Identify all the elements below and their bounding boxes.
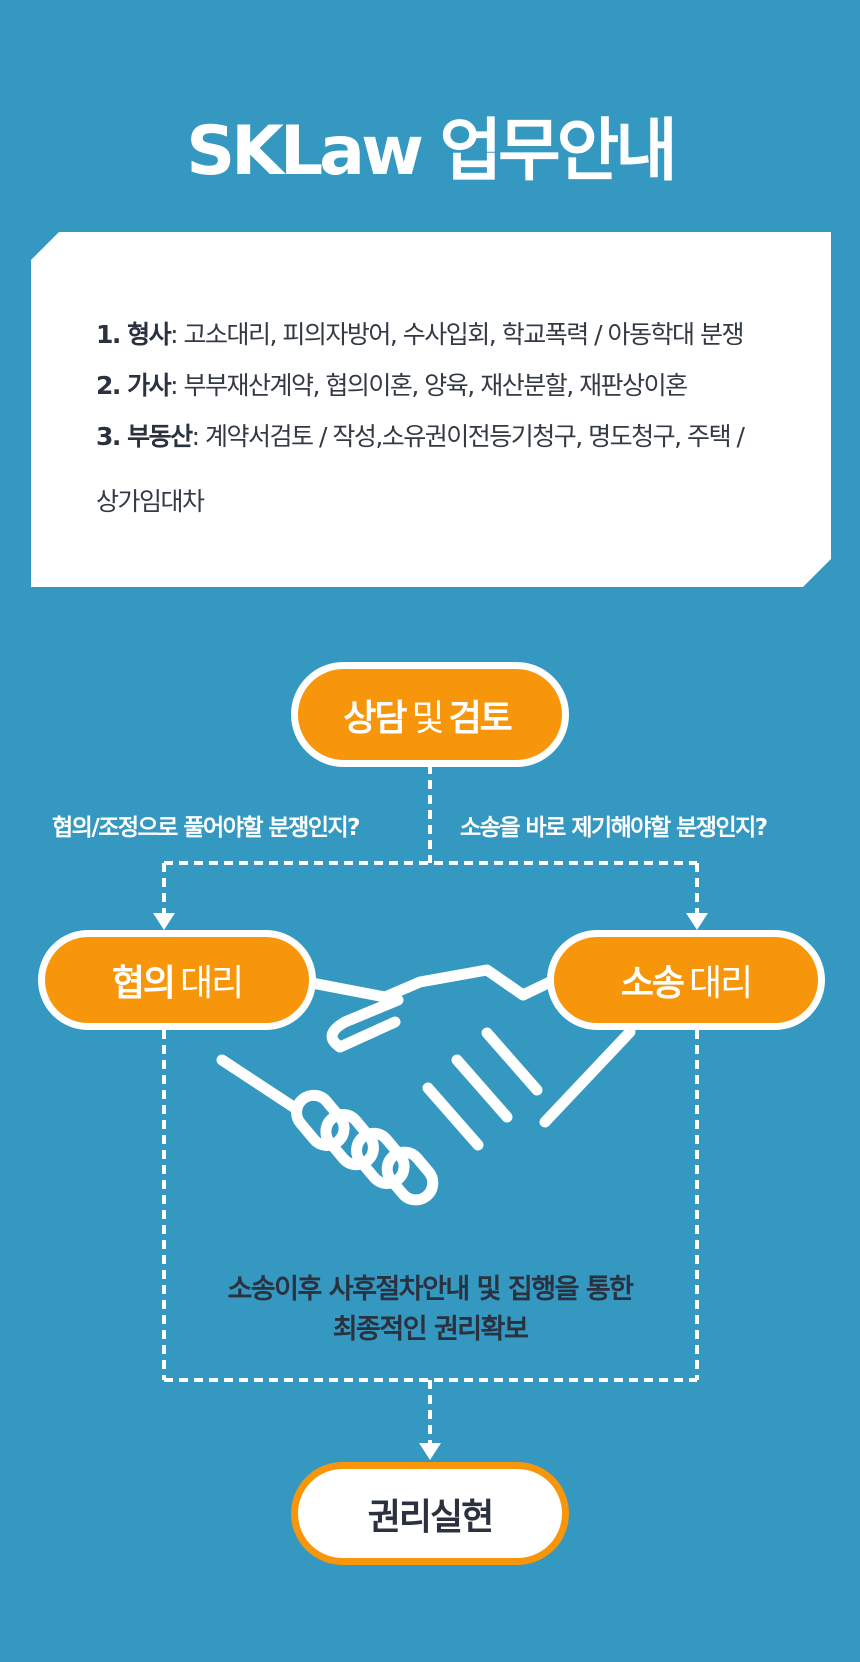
rights-realization-step: 권리실현 xyxy=(291,1462,569,1565)
service-item-realestate: 3. 부동산: 계약서검토 / 작성,소유권이전등기청구, 명도청구, 주택 / xyxy=(96,422,744,451)
services-card: 1. 형사: 고소대리, 피의자방어, 수사입회, 학교폭력 / 아동학대 분쟁… xyxy=(31,232,831,587)
page-title: SKLaw 업무안내 xyxy=(186,112,678,191)
service-item-family: 2. 가사: 부부재산계약, 협의이혼, 양육, 재산분할, 재판상이혼 xyxy=(96,371,687,400)
final-description-line2: 최종적인 권리확보 xyxy=(332,1314,529,1345)
service-item-realestate-cont: 상가임대차 xyxy=(96,487,204,516)
handshake-icon xyxy=(216,964,636,1206)
service-item-criminal: 1. 형사: 고소대리, 피의자방어, 수사입회, 학교폭력 / 아동학대 분쟁 xyxy=(96,320,743,349)
question-litigation: 소송을 바로 제기해야할 분쟁인지? xyxy=(460,815,768,841)
question-negotiation: 협의/조정으로 풀어야할 분쟁인지? xyxy=(52,815,361,841)
final-description-line1: 소송이후 사후절차안내 및 집행을 통한 xyxy=(227,1274,634,1305)
